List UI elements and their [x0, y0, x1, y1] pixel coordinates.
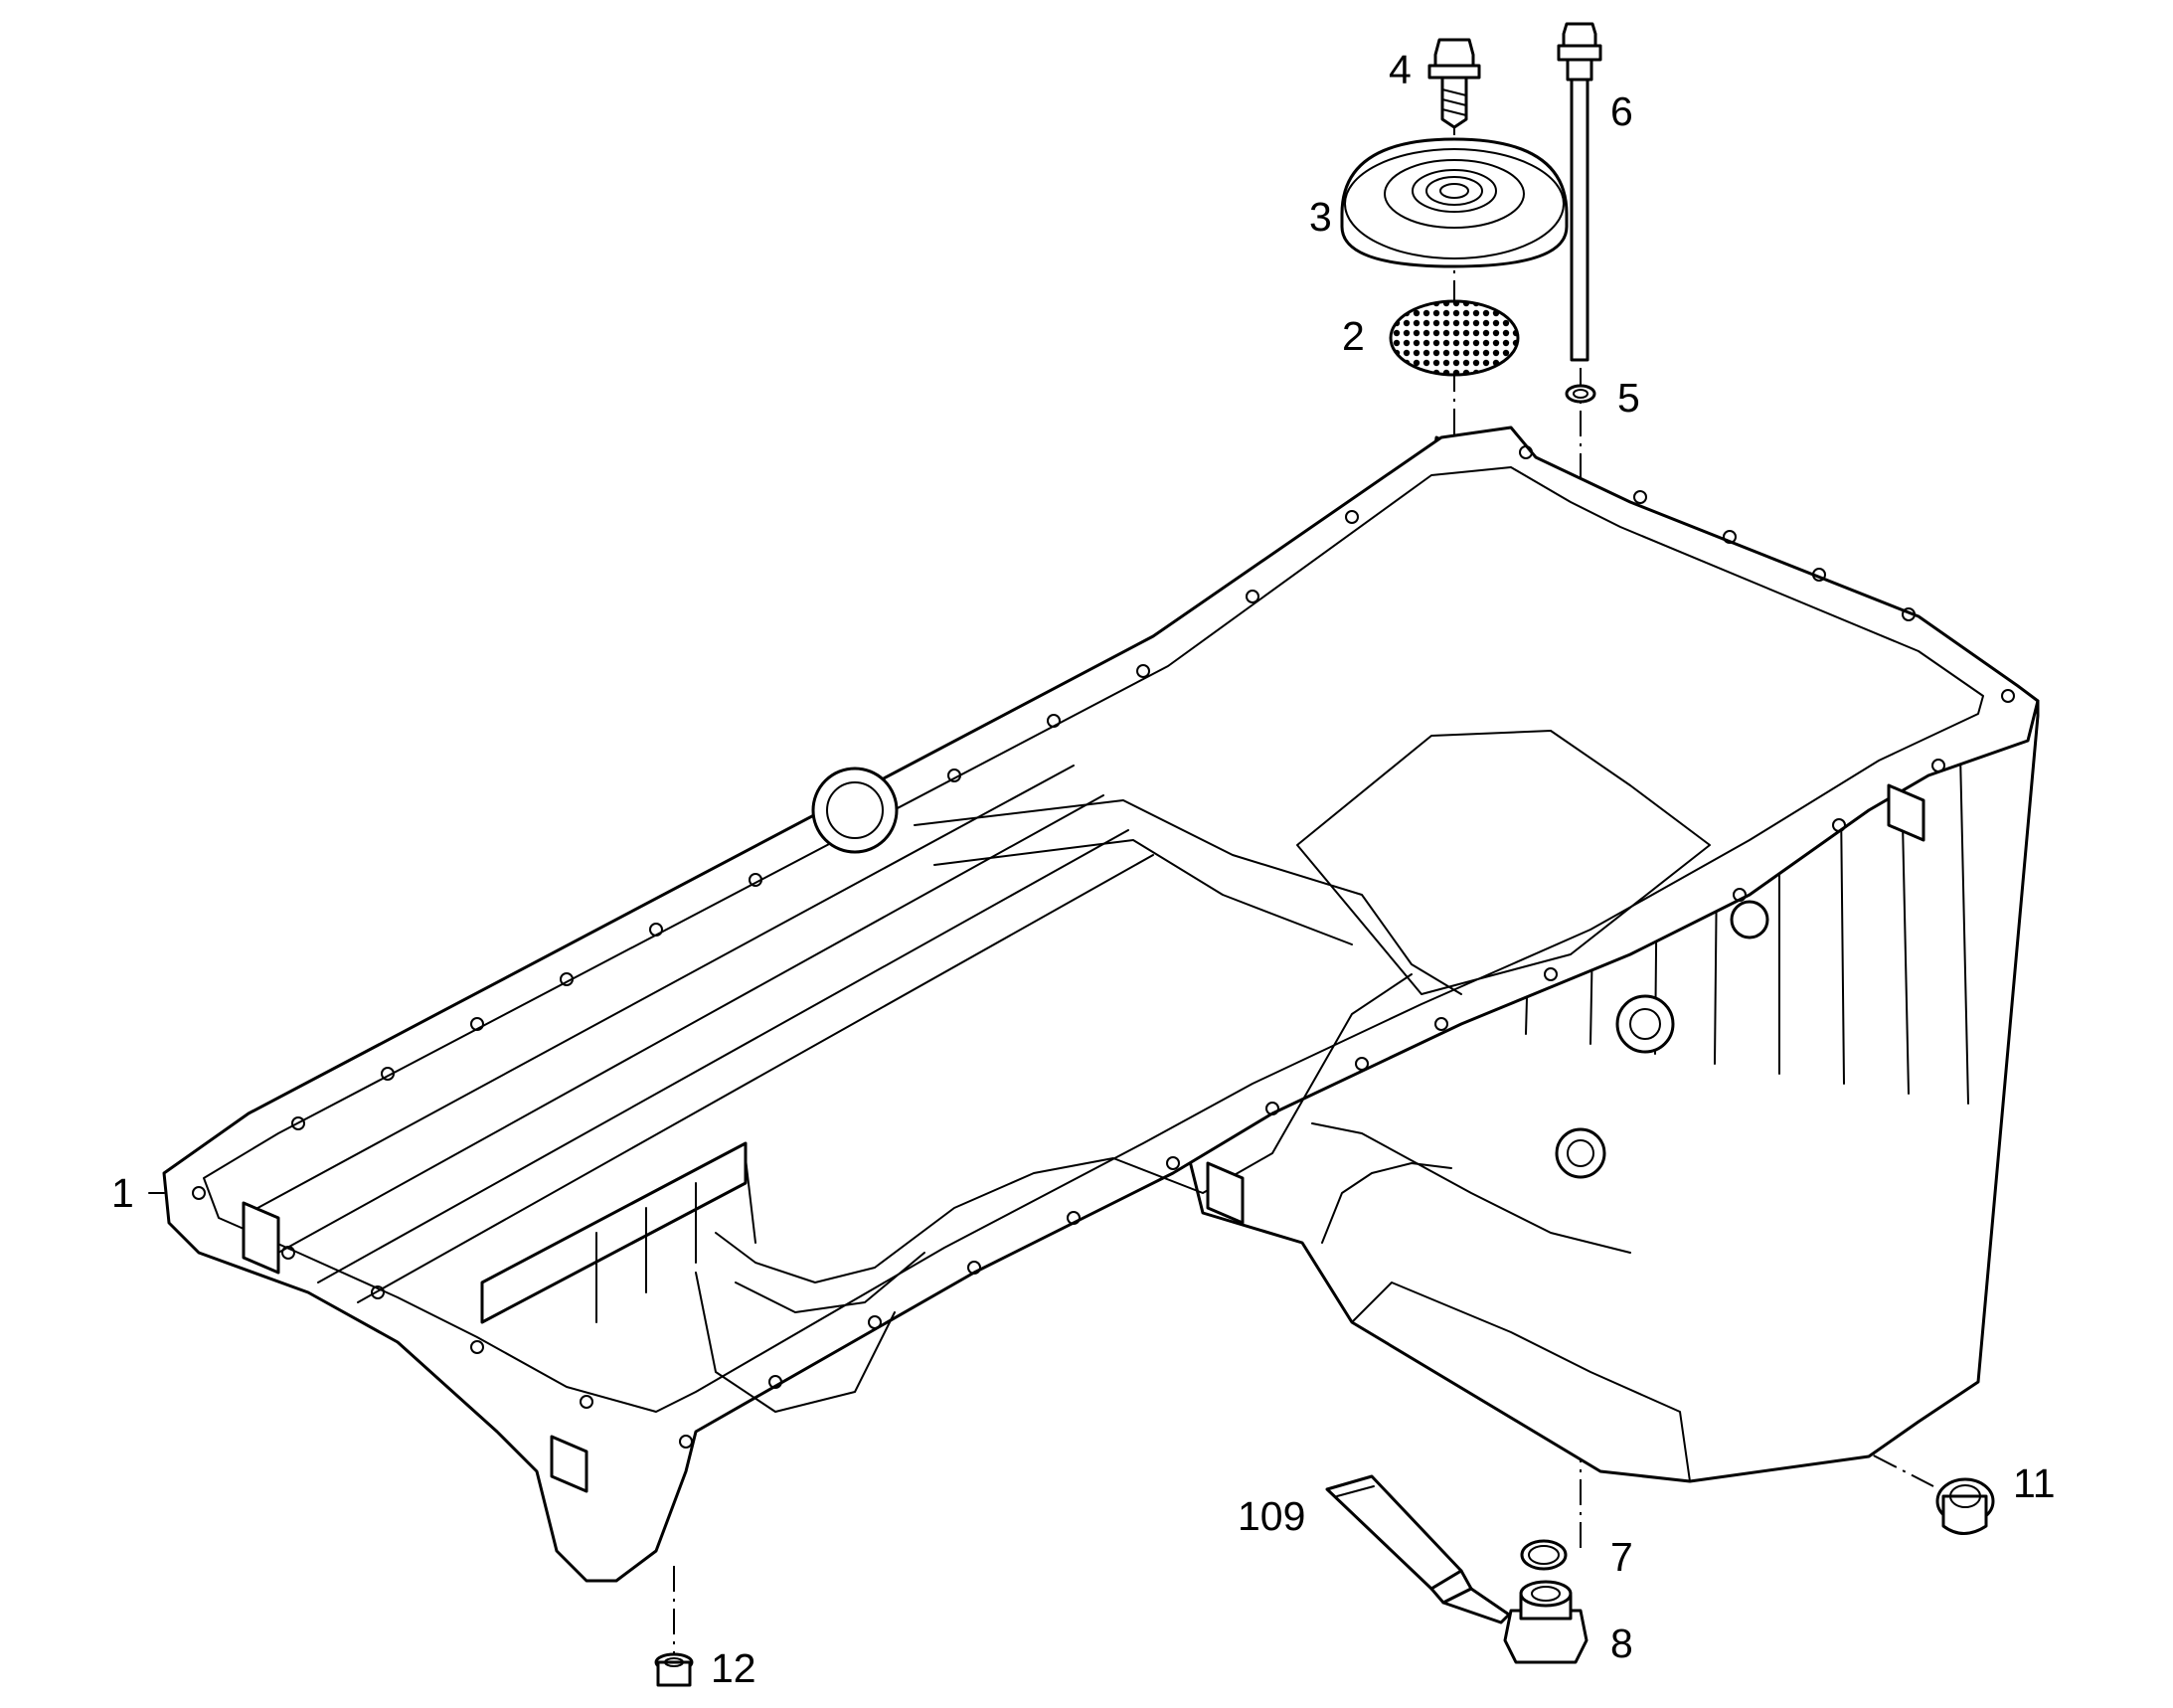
- sealing-ring: [1520, 1539, 1568, 1571]
- callout-3: 3: [1309, 194, 1332, 240]
- callout-6: 6: [1610, 88, 1633, 134]
- side-plug: [1935, 1477, 1995, 1535]
- seal-ring-small: [1565, 384, 1596, 404]
- callout-12: 12: [711, 1645, 756, 1691]
- callout-7: 7: [1610, 1534, 1633, 1580]
- sealant-tube: [1325, 1474, 1511, 1624]
- callout-5: 5: [1617, 375, 1640, 421]
- callout-2: 2: [1342, 313, 1365, 359]
- oil-pan: [162, 426, 2040, 1583]
- dipstick-tube: [1557, 22, 1602, 362]
- callout-8: 8: [1610, 1621, 1633, 1666]
- drain-plug: [1503, 1580, 1588, 1664]
- bottom-plug: [654, 1652, 694, 1687]
- callout-1: 1: [111, 1170, 134, 1216]
- cover-plate: [1340, 137, 1569, 268]
- callout-109: 109: [1238, 1493, 1306, 1539]
- filter-screen: [1389, 299, 1520, 377]
- callout-4: 4: [1389, 47, 1412, 92]
- callout-11: 11: [2013, 1460, 2056, 1506]
- flange-bolt-holes: [192, 445, 2015, 1449]
- bolt: [1427, 38, 1481, 129]
